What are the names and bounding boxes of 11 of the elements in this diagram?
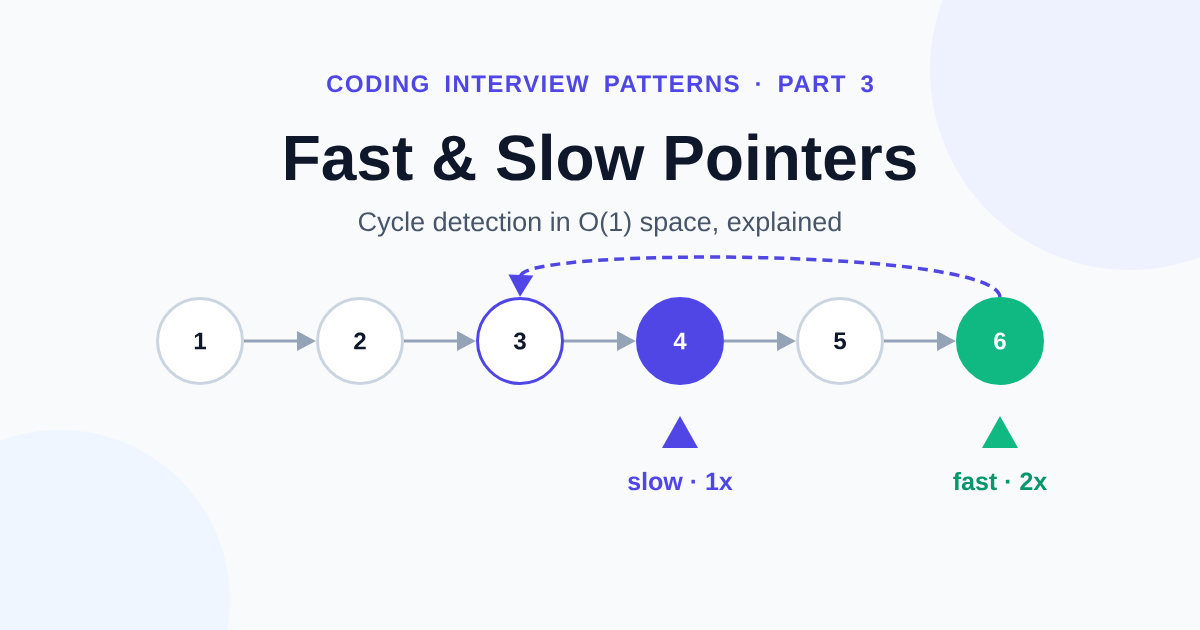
overline-heading: CODING INTERVIEW PATTERNS · PART 3 — [327, 75, 873, 93]
subtitle: Cycle detection in O(1) space, explained — [359, 211, 841, 237]
pointer-label: slow · 1x — [628, 471, 733, 491]
list-node: 1 — [156, 297, 244, 385]
list-node: 5 — [796, 297, 884, 385]
list-node: 4 — [636, 297, 724, 385]
pointer-label: fast · 2x — [953, 471, 1048, 491]
title: Fast & Slow Pointers — [286, 133, 916, 181]
list-node: 2 — [316, 297, 404, 385]
list-node: 3 — [476, 297, 564, 385]
list-node: 6 — [956, 297, 1044, 385]
